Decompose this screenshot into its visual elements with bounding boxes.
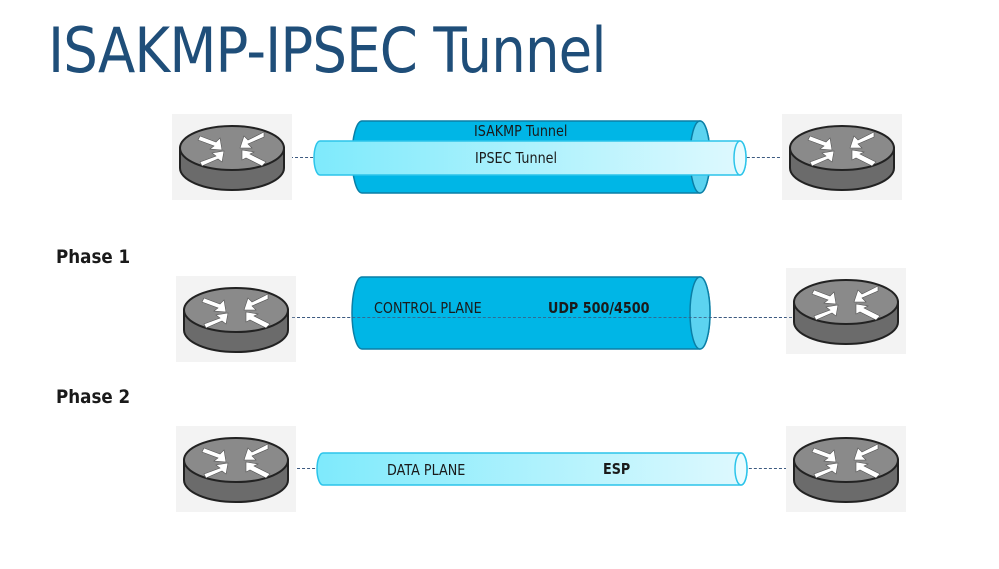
isakmp-tunnel-label: ISAKMP Tunnel [474, 122, 568, 140]
page-title: ISAKMP-IPSEC Tunnel [48, 14, 607, 87]
phase1-heading: Phase 1 [56, 246, 131, 268]
router-left [172, 114, 292, 200]
udp-port-label: UDP 500/4500 [548, 299, 650, 317]
router-left [176, 276, 296, 362]
router-icon [180, 430, 292, 508]
esp-label: ESP [603, 460, 631, 478]
router-icon [176, 118, 288, 196]
data-plane-tunnel [315, 452, 749, 486]
control-plane-tunnel [350, 276, 712, 350]
router-right [786, 268, 906, 354]
router-icon [180, 280, 292, 358]
router-right [782, 114, 902, 200]
ipsec-tunnel-label: IPSEC Tunnel [475, 149, 558, 167]
router-icon [786, 118, 898, 196]
phase2-heading: Phase 2 [56, 386, 131, 408]
data-plane-label: DATA PLANE [387, 461, 466, 479]
router-icon [790, 430, 902, 508]
link-line [292, 317, 792, 318]
control-plane-label: CONTROL PLANE [374, 299, 482, 317]
router-left [176, 426, 296, 512]
router-icon [790, 272, 902, 350]
ipsec-tunnel [312, 140, 748, 176]
router-right [786, 426, 906, 512]
